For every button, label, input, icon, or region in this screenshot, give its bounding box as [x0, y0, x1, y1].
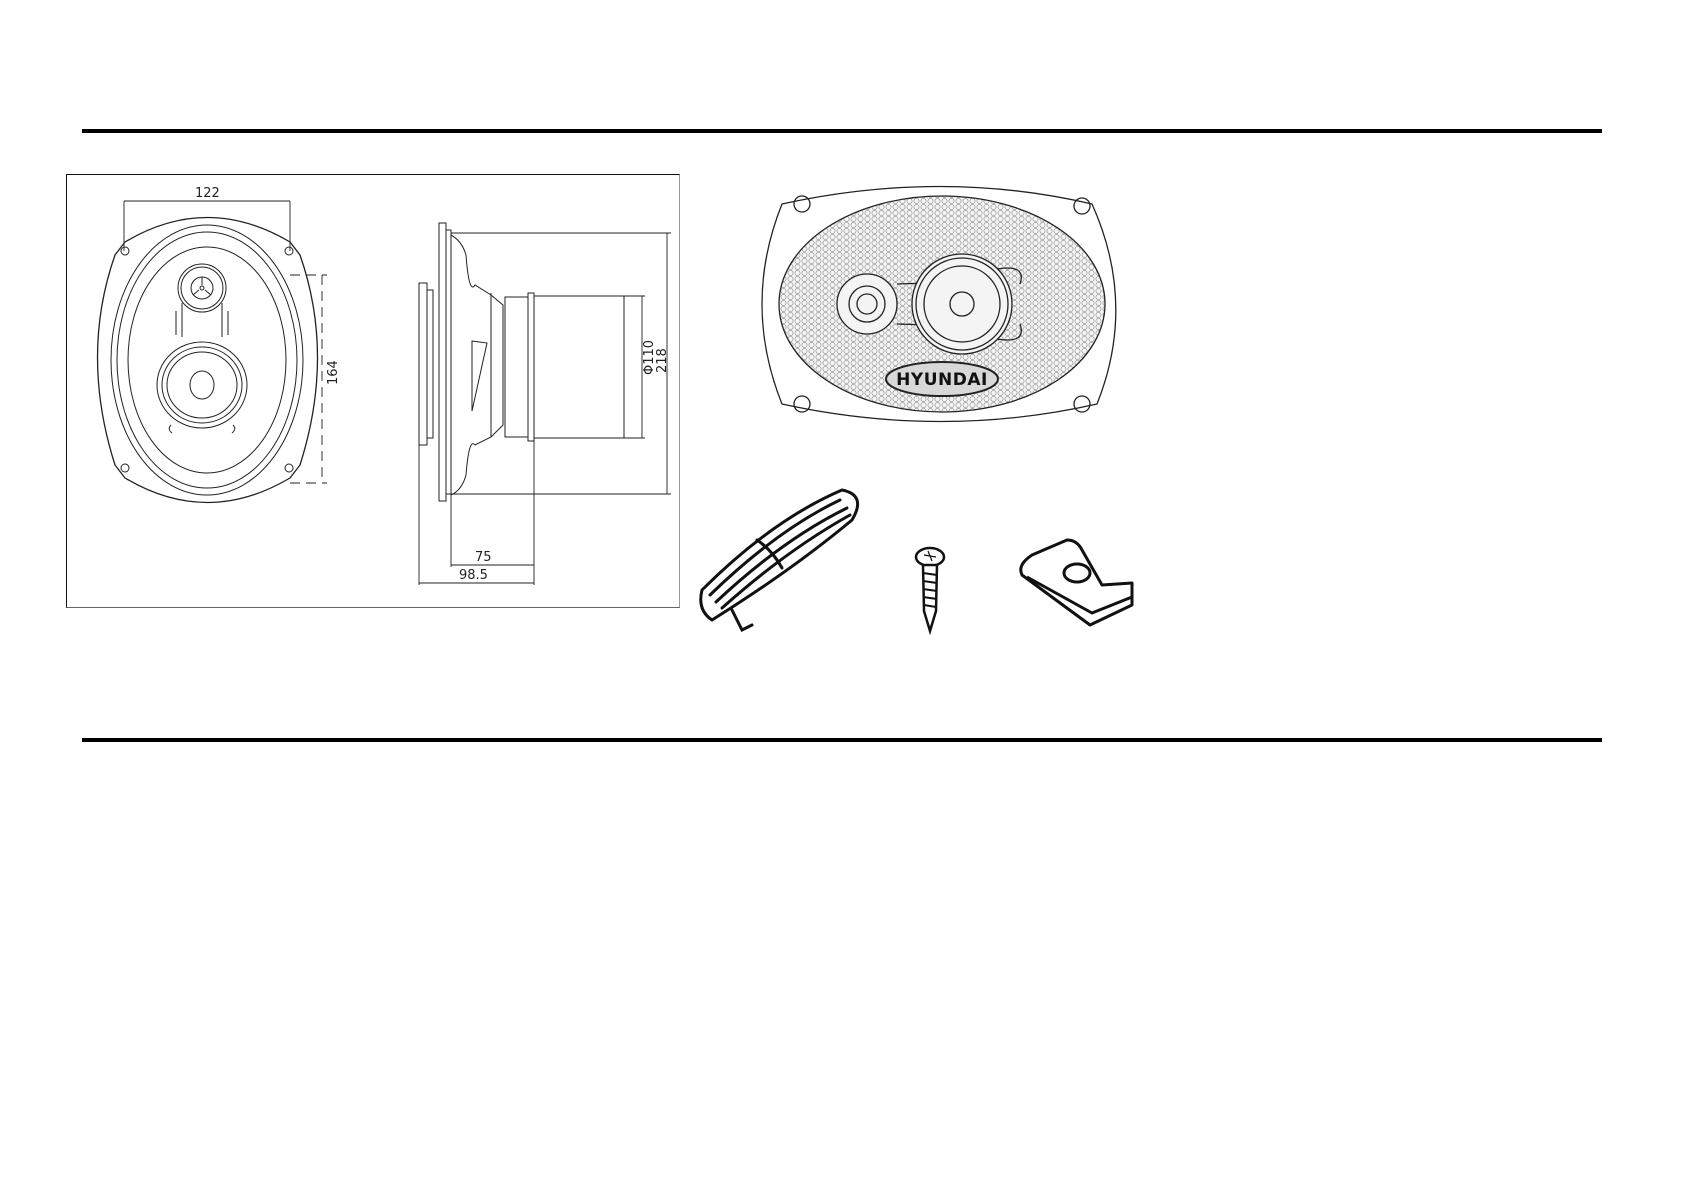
- mounting-screw-illustration: [910, 545, 950, 640]
- speaker-cable-illustration: [692, 480, 872, 645]
- width-dimension-label: 122: [195, 186, 220, 201]
- screw-icon: [914, 546, 946, 636]
- height-dimension-label: 164: [326, 360, 341, 385]
- brand-logo: HYUNDAI: [896, 370, 988, 390]
- cable-icon: [699, 488, 860, 633]
- speaker-product-illustration: HYUNDAI: [752, 174, 1132, 439]
- speed-clip-illustration: [1012, 535, 1152, 640]
- top-divider-rule: [82, 129, 1602, 133]
- clip-nut-icon: [1019, 538, 1134, 627]
- magnet-diameter-label: Φ110: [642, 340, 657, 375]
- overall-height-label: 218: [655, 348, 670, 373]
- front-view-outline: [96, 216, 319, 504]
- total-depth-label: 98.5: [459, 568, 488, 583]
- speaker-dimension-drawing: 122 164 Φ110 218 75 98.5: [96, 186, 671, 585]
- bottom-divider-rule: [82, 738, 1602, 742]
- side-view-outline: [418, 222, 625, 502]
- depth-label: 75: [475, 550, 492, 565]
- technical-drawing-frame: 122 164 Φ110 218 75 98.5: [66, 174, 680, 608]
- side-dimension-lines: [418, 232, 671, 585]
- front-dimension-lines: [123, 200, 327, 484]
